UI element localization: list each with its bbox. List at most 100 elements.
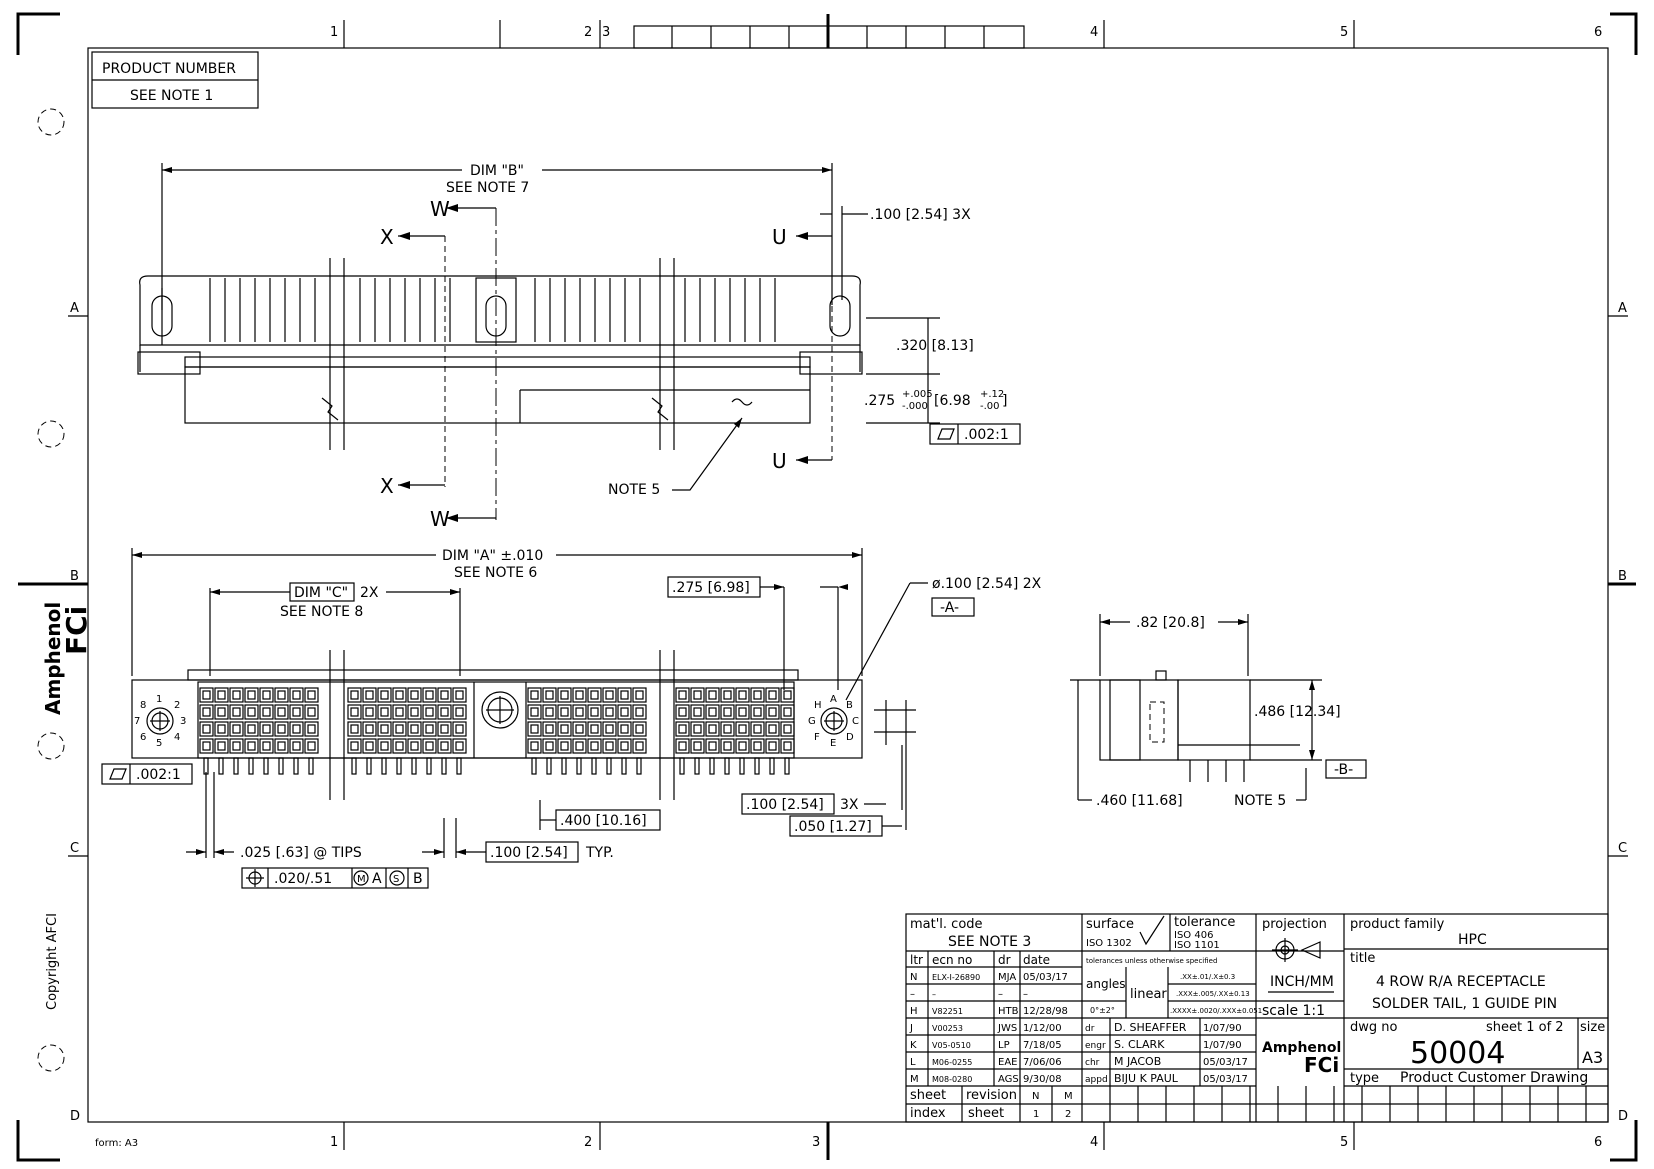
contact-cell bbox=[347, 721, 362, 737]
contact-cell bbox=[229, 721, 244, 737]
column-label: 1 bbox=[330, 1135, 338, 1150]
row-label: A bbox=[1618, 301, 1627, 316]
contact-cell bbox=[780, 738, 795, 754]
polarization-left-icon bbox=[146, 707, 174, 735]
contact-cell bbox=[229, 704, 244, 720]
contact-cell-inner bbox=[693, 741, 702, 751]
contact-cell bbox=[214, 738, 229, 754]
contact-cell-inner bbox=[425, 741, 434, 751]
solder-tail bbox=[263, 757, 269, 775]
product-family-value: HPC bbox=[1458, 932, 1487, 948]
rev-header: date bbox=[1023, 953, 1050, 967]
rev-cell: 1/12/00 bbox=[1023, 1023, 1062, 1034]
contact-cell bbox=[780, 721, 795, 737]
flatness-icon bbox=[109, 768, 127, 780]
contact-cell-inner bbox=[708, 741, 717, 751]
solder-tail bbox=[591, 757, 597, 775]
contact-cell bbox=[289, 687, 304, 703]
sheet-num: 2 bbox=[1065, 1109, 1071, 1120]
contact-cell bbox=[617, 704, 632, 720]
contact-cell-inner bbox=[723, 741, 732, 751]
row-label: A bbox=[70, 301, 79, 316]
type-value: Product Customer Drawing bbox=[1400, 1070, 1588, 1086]
contact-cell bbox=[720, 687, 735, 703]
contact-cell bbox=[452, 738, 467, 754]
solder-tail bbox=[679, 757, 685, 775]
solder-tail bbox=[621, 757, 627, 775]
contact-cell-inner bbox=[590, 690, 599, 700]
contact-cell-inner bbox=[380, 741, 389, 751]
contact-cell bbox=[690, 687, 705, 703]
solder-tail bbox=[546, 757, 552, 775]
matl-code-value: SEE NOTE 3 bbox=[948, 934, 1031, 950]
contact-cell-inner bbox=[560, 741, 569, 751]
approval-cell: chr bbox=[1085, 1058, 1100, 1068]
contact-cell-inner bbox=[232, 707, 241, 717]
contact-cell bbox=[542, 721, 557, 737]
contact-cell-inner bbox=[530, 707, 539, 717]
contact-cell-inner bbox=[292, 707, 301, 717]
contact-cell bbox=[632, 738, 647, 754]
solder-tail bbox=[411, 757, 417, 775]
sheet-num: 1 bbox=[1033, 1109, 1039, 1120]
contact-cell-inner bbox=[635, 724, 644, 734]
contact-cell bbox=[720, 721, 735, 737]
contact-cell-inner bbox=[590, 724, 599, 734]
contact-cell bbox=[735, 687, 750, 703]
contact-cell-inner bbox=[455, 707, 464, 717]
rev-cell: JWS bbox=[997, 1023, 1017, 1034]
contact-cell bbox=[437, 738, 452, 754]
contact-cell-inner bbox=[708, 690, 717, 700]
contact-cell-inner bbox=[307, 707, 316, 717]
contact-cell-inner bbox=[292, 724, 301, 734]
contact-cell-inner bbox=[768, 707, 777, 717]
solder-tail bbox=[561, 757, 567, 775]
solder-tail bbox=[441, 757, 447, 775]
contact-cell-inner bbox=[232, 724, 241, 734]
contact-cell-inner bbox=[635, 707, 644, 717]
contact-cell-inner bbox=[620, 741, 629, 751]
contact-cell bbox=[572, 704, 587, 720]
contact-cell bbox=[705, 704, 720, 720]
flatness-icon bbox=[937, 428, 955, 440]
contact-cell bbox=[304, 704, 319, 720]
datum-b: -B- bbox=[1334, 762, 1353, 778]
contact-cell bbox=[587, 721, 602, 737]
contact-cell-inner bbox=[217, 690, 226, 700]
units-label: INCH/MM bbox=[1270, 974, 1334, 990]
contact-cell bbox=[602, 704, 617, 720]
contact-cell-inner bbox=[350, 724, 359, 734]
contact-cell-inner bbox=[262, 690, 271, 700]
contact-cell-inner bbox=[753, 707, 762, 717]
rev-cell: L bbox=[910, 1057, 916, 1068]
contact-cell-inner bbox=[768, 690, 777, 700]
contact-cell bbox=[587, 738, 602, 754]
height-tol-minus: -.000 bbox=[902, 401, 928, 412]
contact-cell bbox=[199, 704, 214, 720]
contact-cell-inner bbox=[678, 690, 687, 700]
contact-cell-inner bbox=[723, 707, 732, 717]
contact-cell-inner bbox=[575, 690, 584, 700]
column-label: 6 bbox=[1594, 25, 1602, 40]
pin-letter: C bbox=[852, 716, 859, 727]
dim-c-label: DIM "C" bbox=[294, 585, 348, 601]
contact-cell bbox=[289, 721, 304, 737]
contact-cell bbox=[587, 704, 602, 720]
drawing-frame: 1 2 3 4 5 6 1 2 3 4 5 6 A B C D A B C D … bbox=[16, 12, 1638, 1162]
linear-label: linear bbox=[1130, 987, 1167, 1002]
polarization-right-icon bbox=[820, 707, 848, 735]
solder-tail bbox=[248, 757, 254, 775]
solder-tail bbox=[694, 757, 700, 775]
solder-tail bbox=[769, 757, 775, 775]
contact-cell bbox=[362, 738, 377, 754]
sheet-index-label: sheet bbox=[910, 1088, 946, 1103]
revision-label: revision bbox=[966, 1088, 1017, 1103]
gdt-datum-a: A bbox=[372, 871, 382, 887]
contact-cell-inner bbox=[678, 724, 687, 734]
column-label: 4 bbox=[1090, 1135, 1098, 1150]
size-label: size bbox=[1580, 1020, 1605, 1035]
row-label: B bbox=[1618, 569, 1627, 584]
approval-cell: M JACOB bbox=[1114, 1055, 1161, 1068]
contact-cell-inner bbox=[365, 724, 374, 734]
